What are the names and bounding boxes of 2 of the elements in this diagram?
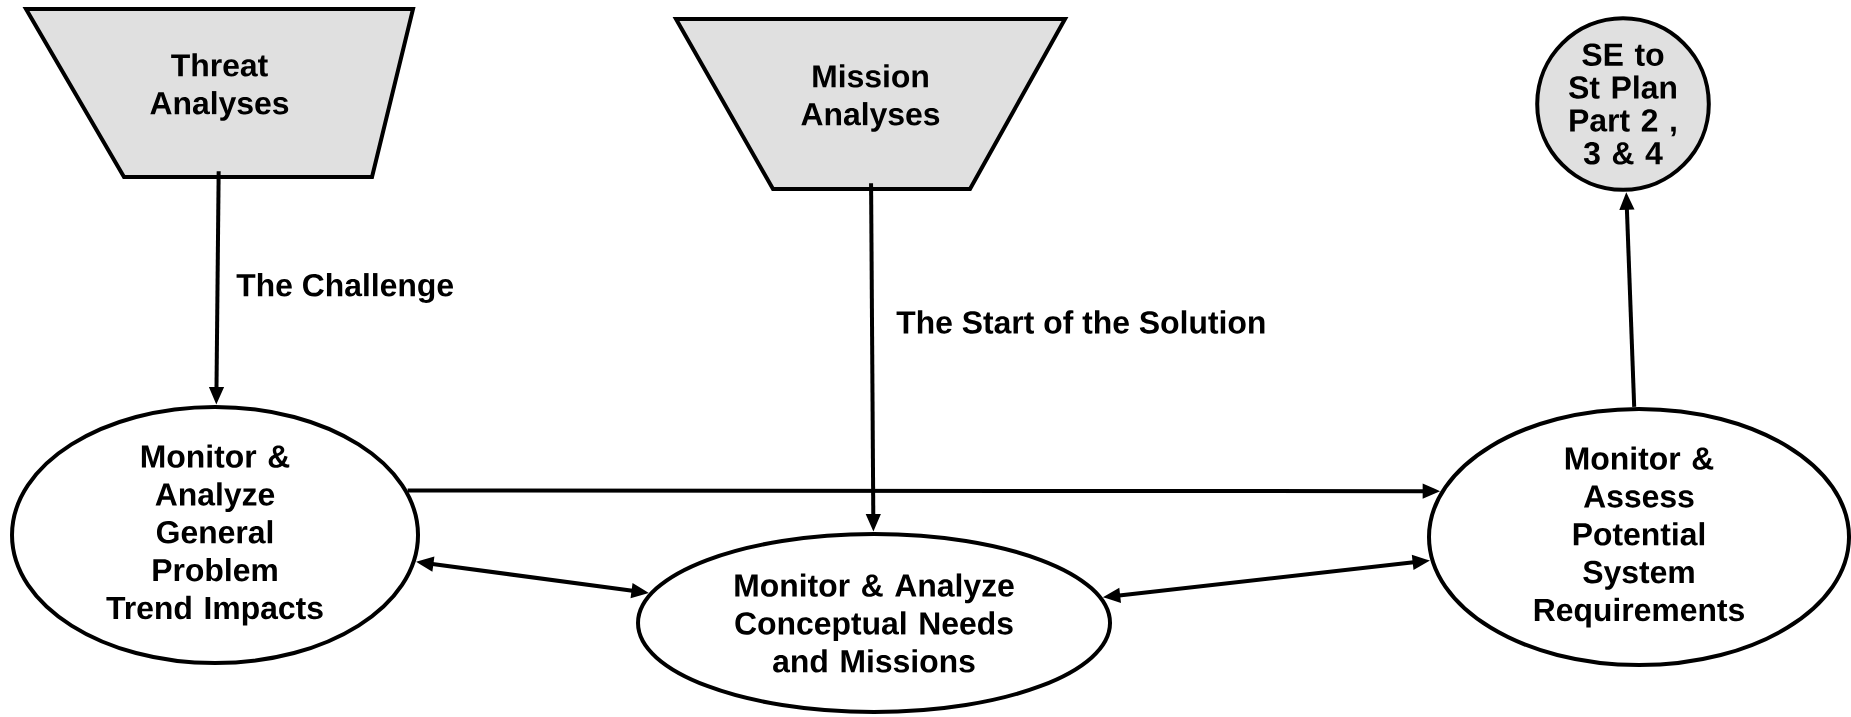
edge-label: The Challenge (234, 271, 457, 305)
edge-label: The Start of the Solution (894, 308, 1269, 336)
